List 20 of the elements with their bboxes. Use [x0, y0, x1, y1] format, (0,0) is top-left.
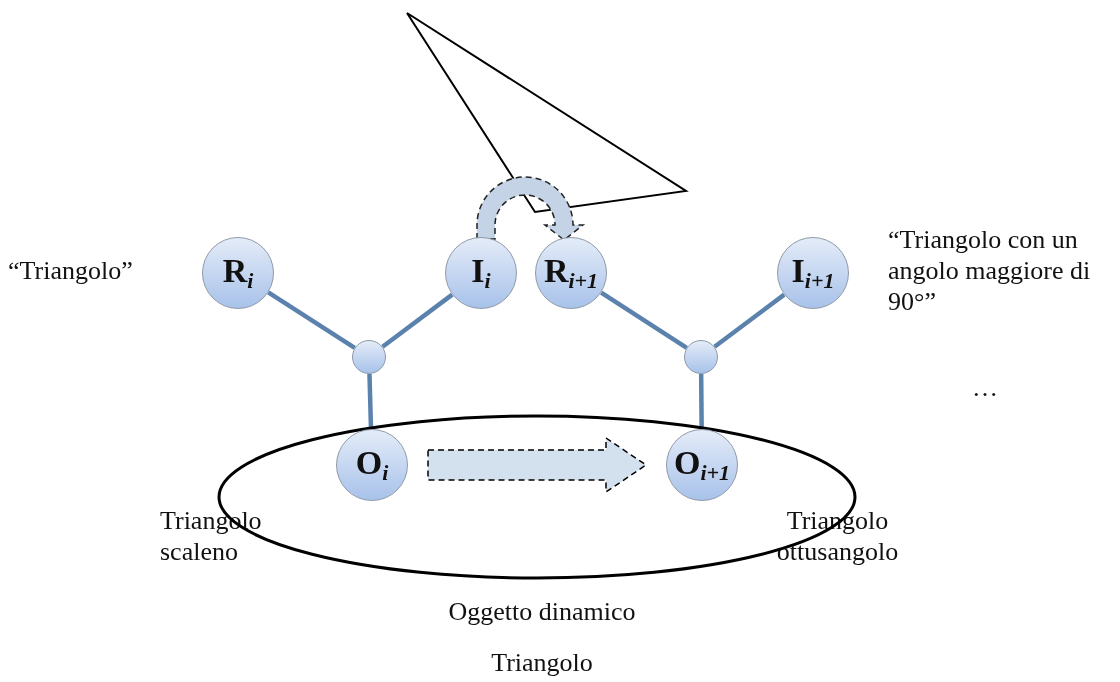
junction-circle	[352, 340, 386, 374]
block-arrow	[427, 436, 648, 494]
curved-arrow	[476, 176, 584, 241]
node-label: R$_{i+1}$	[543, 254, 599, 292]
connector-line	[367, 373, 374, 430]
node-label: O$_{i+1}$	[673, 446, 731, 484]
node-label: Triangolo	[490, 647, 594, 678]
node-label: “Triangolo”	[8, 255, 134, 286]
node-label: I$_{i+1}$	[791, 254, 835, 292]
node-label: O$_{i}$	[355, 446, 389, 484]
node-label: R$_{i}$	[222, 254, 254, 292]
node-label: “Triangolo con un angolo maggiore di 90°”	[888, 224, 1092, 317]
node-label: I$_{i}$	[471, 254, 491, 292]
ellipsis-text: …	[971, 372, 999, 403]
connector-line	[600, 290, 688, 350]
node-label: Oggetto dinamico	[447, 596, 637, 627]
connector-line	[713, 292, 786, 349]
connector-line	[267, 290, 356, 350]
connector-line	[381, 292, 454, 349]
junction-circle	[684, 340, 718, 374]
